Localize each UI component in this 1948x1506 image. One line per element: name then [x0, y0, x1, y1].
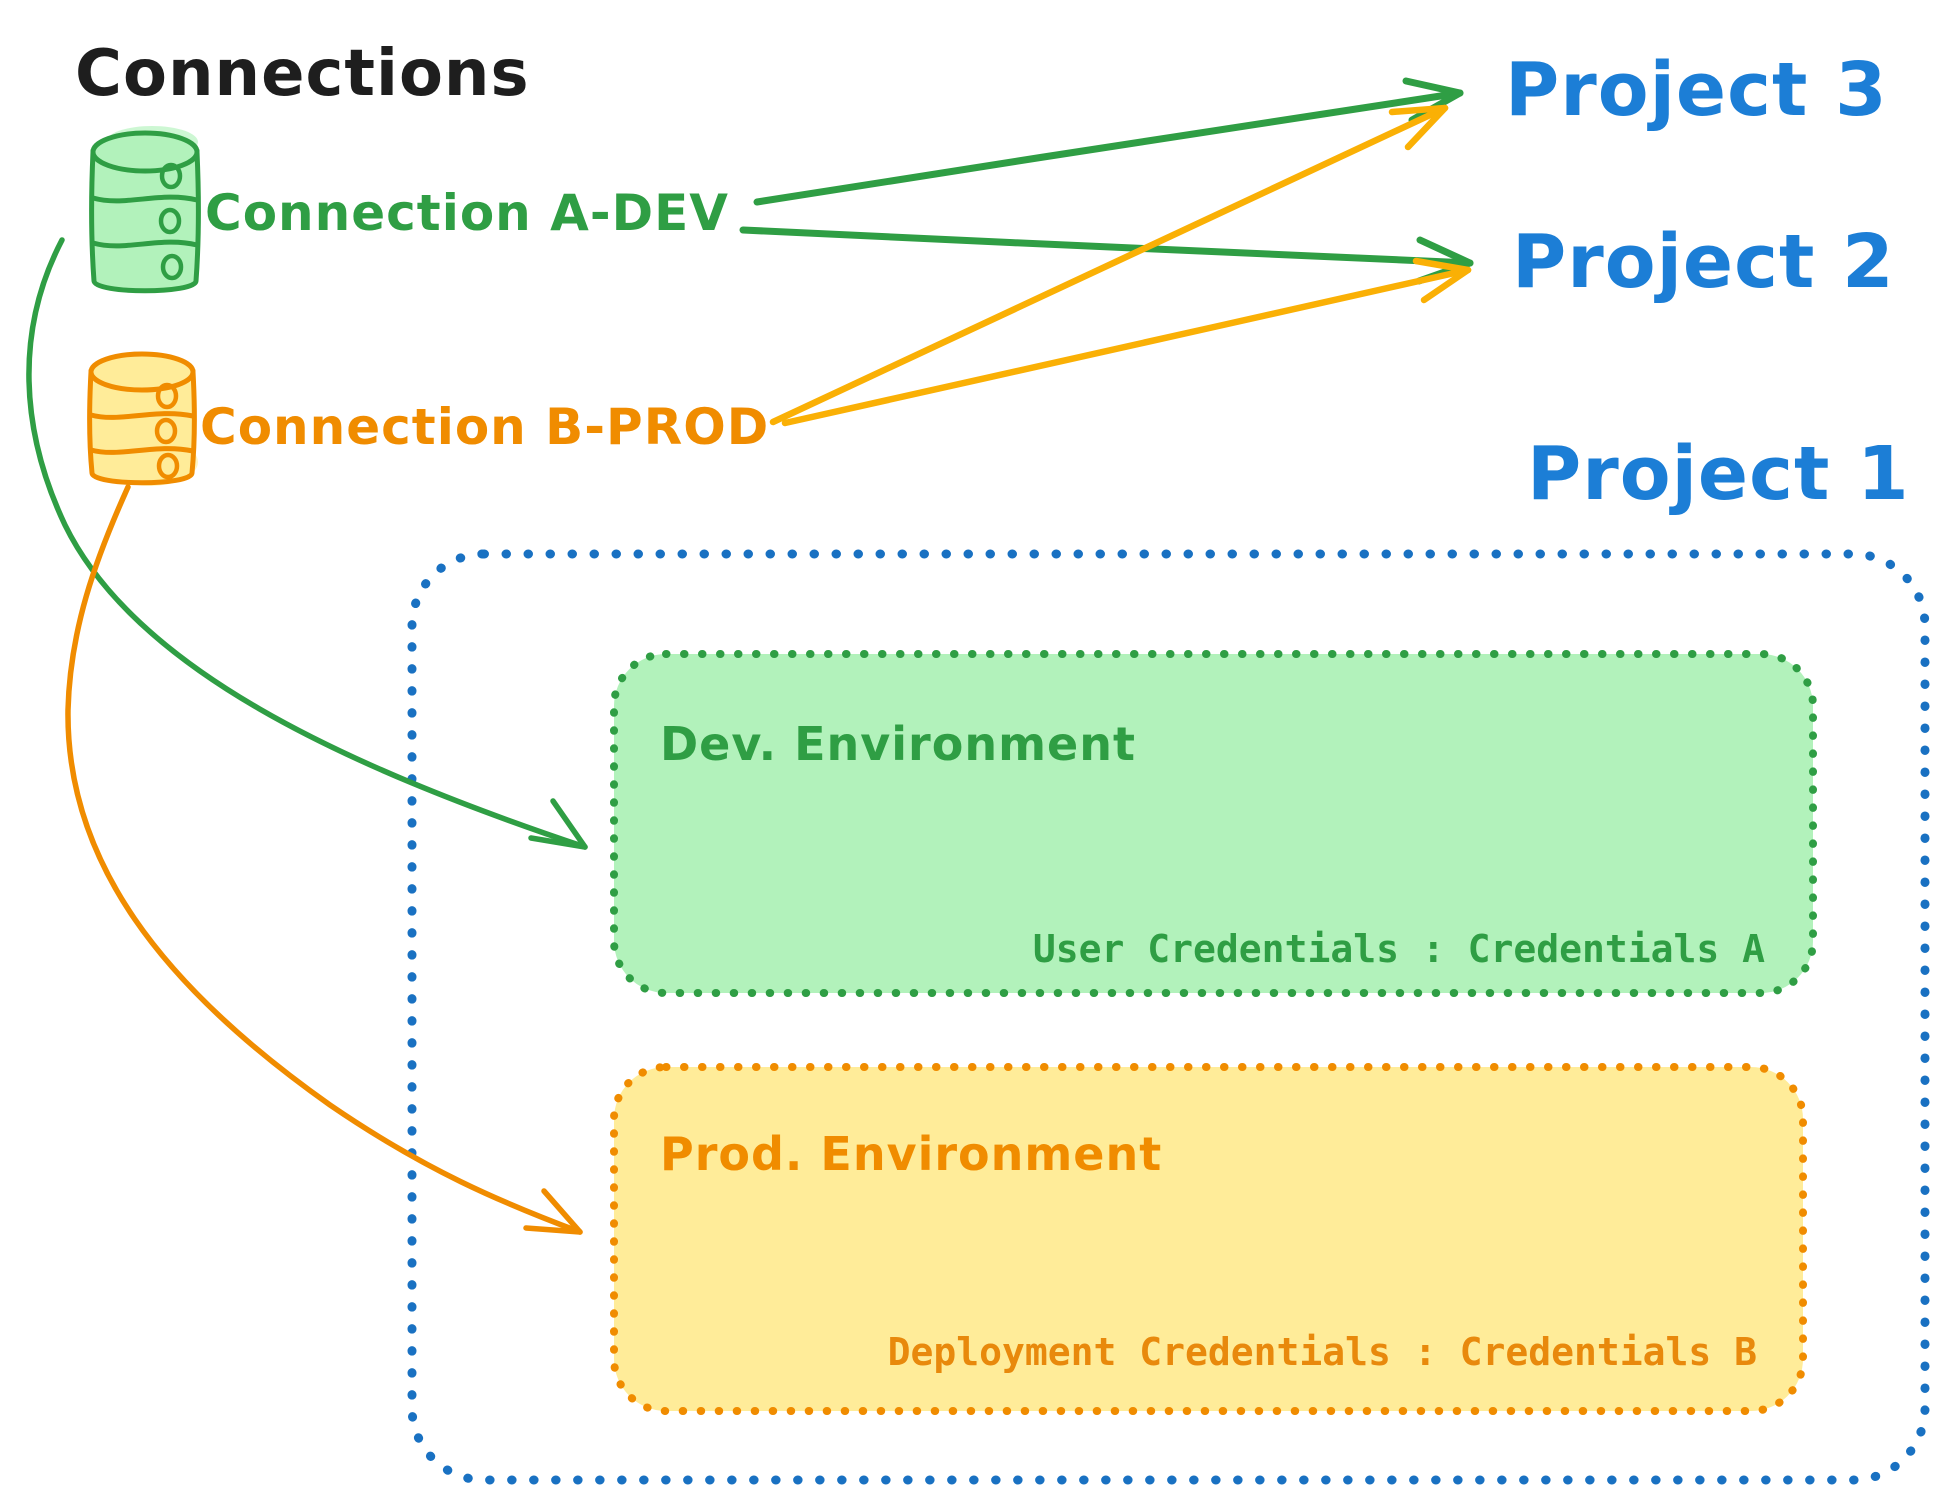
project-1-container — [407, 549, 1930, 1485]
arrow-head — [528, 798, 588, 850]
arrow-head — [1388, 104, 1449, 151]
database-b-prod-knob-3 — [156, 452, 180, 480]
arrow-b-prod-to-project-3 — [769, 104, 1449, 426]
database-a-dev-band-2 — [90, 239, 200, 249]
dev-environment-title: Dev. Environment — [660, 717, 1136, 771]
arrow-b-prod-to-prod-environment — [65, 484, 583, 1235]
project-2-label: Project 2 — [1512, 219, 1895, 305]
database-b-prod-band-1 — [88, 411, 196, 420]
arrow-a-dev-to-project-2 — [739, 226, 1474, 285]
prod-environment-credentials: Deployment Credentials : Credentials B — [888, 1330, 1757, 1374]
database-b-prod-top — [88, 351, 196, 393]
project-3-label: Project 3 — [1505, 47, 1888, 133]
database-icon-a-dev — [89, 126, 201, 294]
database-a-dev-knob-2 — [158, 207, 182, 235]
database-a-dev-top — [90, 130, 200, 174]
database-a-dev-knob-3 — [160, 253, 184, 281]
arrow-line — [753, 89, 1464, 206]
dev-environment-box: Dev. Environment User Credentials : Cred… — [610, 650, 1817, 997]
arrow-line — [739, 226, 1474, 267]
connection-b-prod-label: Connection B-PROD — [200, 398, 769, 456]
database-b-prod-knob-2 — [154, 417, 178, 445]
prod-environment-rect — [610, 1063, 1807, 1415]
database-b-prod-band-2 — [88, 446, 196, 455]
arrow-head — [523, 1188, 583, 1235]
database-a-dev-band-1 — [90, 194, 200, 204]
diagram-heading: Connections — [75, 37, 530, 111]
prod-environment-title: Prod. Environment — [660, 1127, 1162, 1181]
arrow-line — [769, 104, 1449, 426]
dev-environment-rect — [610, 650, 1817, 997]
database-a-dev-knob-1 — [159, 162, 183, 190]
arrow-curve — [65, 484, 583, 1235]
database-b-prod-knob-1 — [155, 382, 179, 410]
database-icon-b-prod — [87, 351, 198, 486]
project-1-label: Project 1 — [1527, 431, 1910, 517]
arrow-a-dev-to-dev-environment — [26, 237, 588, 850]
dev-environment-credentials: User Credentials : Credentials A — [1033, 927, 1765, 971]
arrow-curve — [26, 237, 588, 850]
arrow-head — [1412, 257, 1472, 304]
arrow-a-dev-to-project-3 — [753, 77, 1464, 206]
arrow-line — [781, 266, 1472, 427]
arrow-b-prod-to-project-2 — [781, 257, 1472, 427]
prod-environment-box: Prod. Environment Deployment Credentials… — [610, 1063, 1807, 1415]
connection-a-dev-label: Connection A-DEV — [205, 184, 729, 242]
